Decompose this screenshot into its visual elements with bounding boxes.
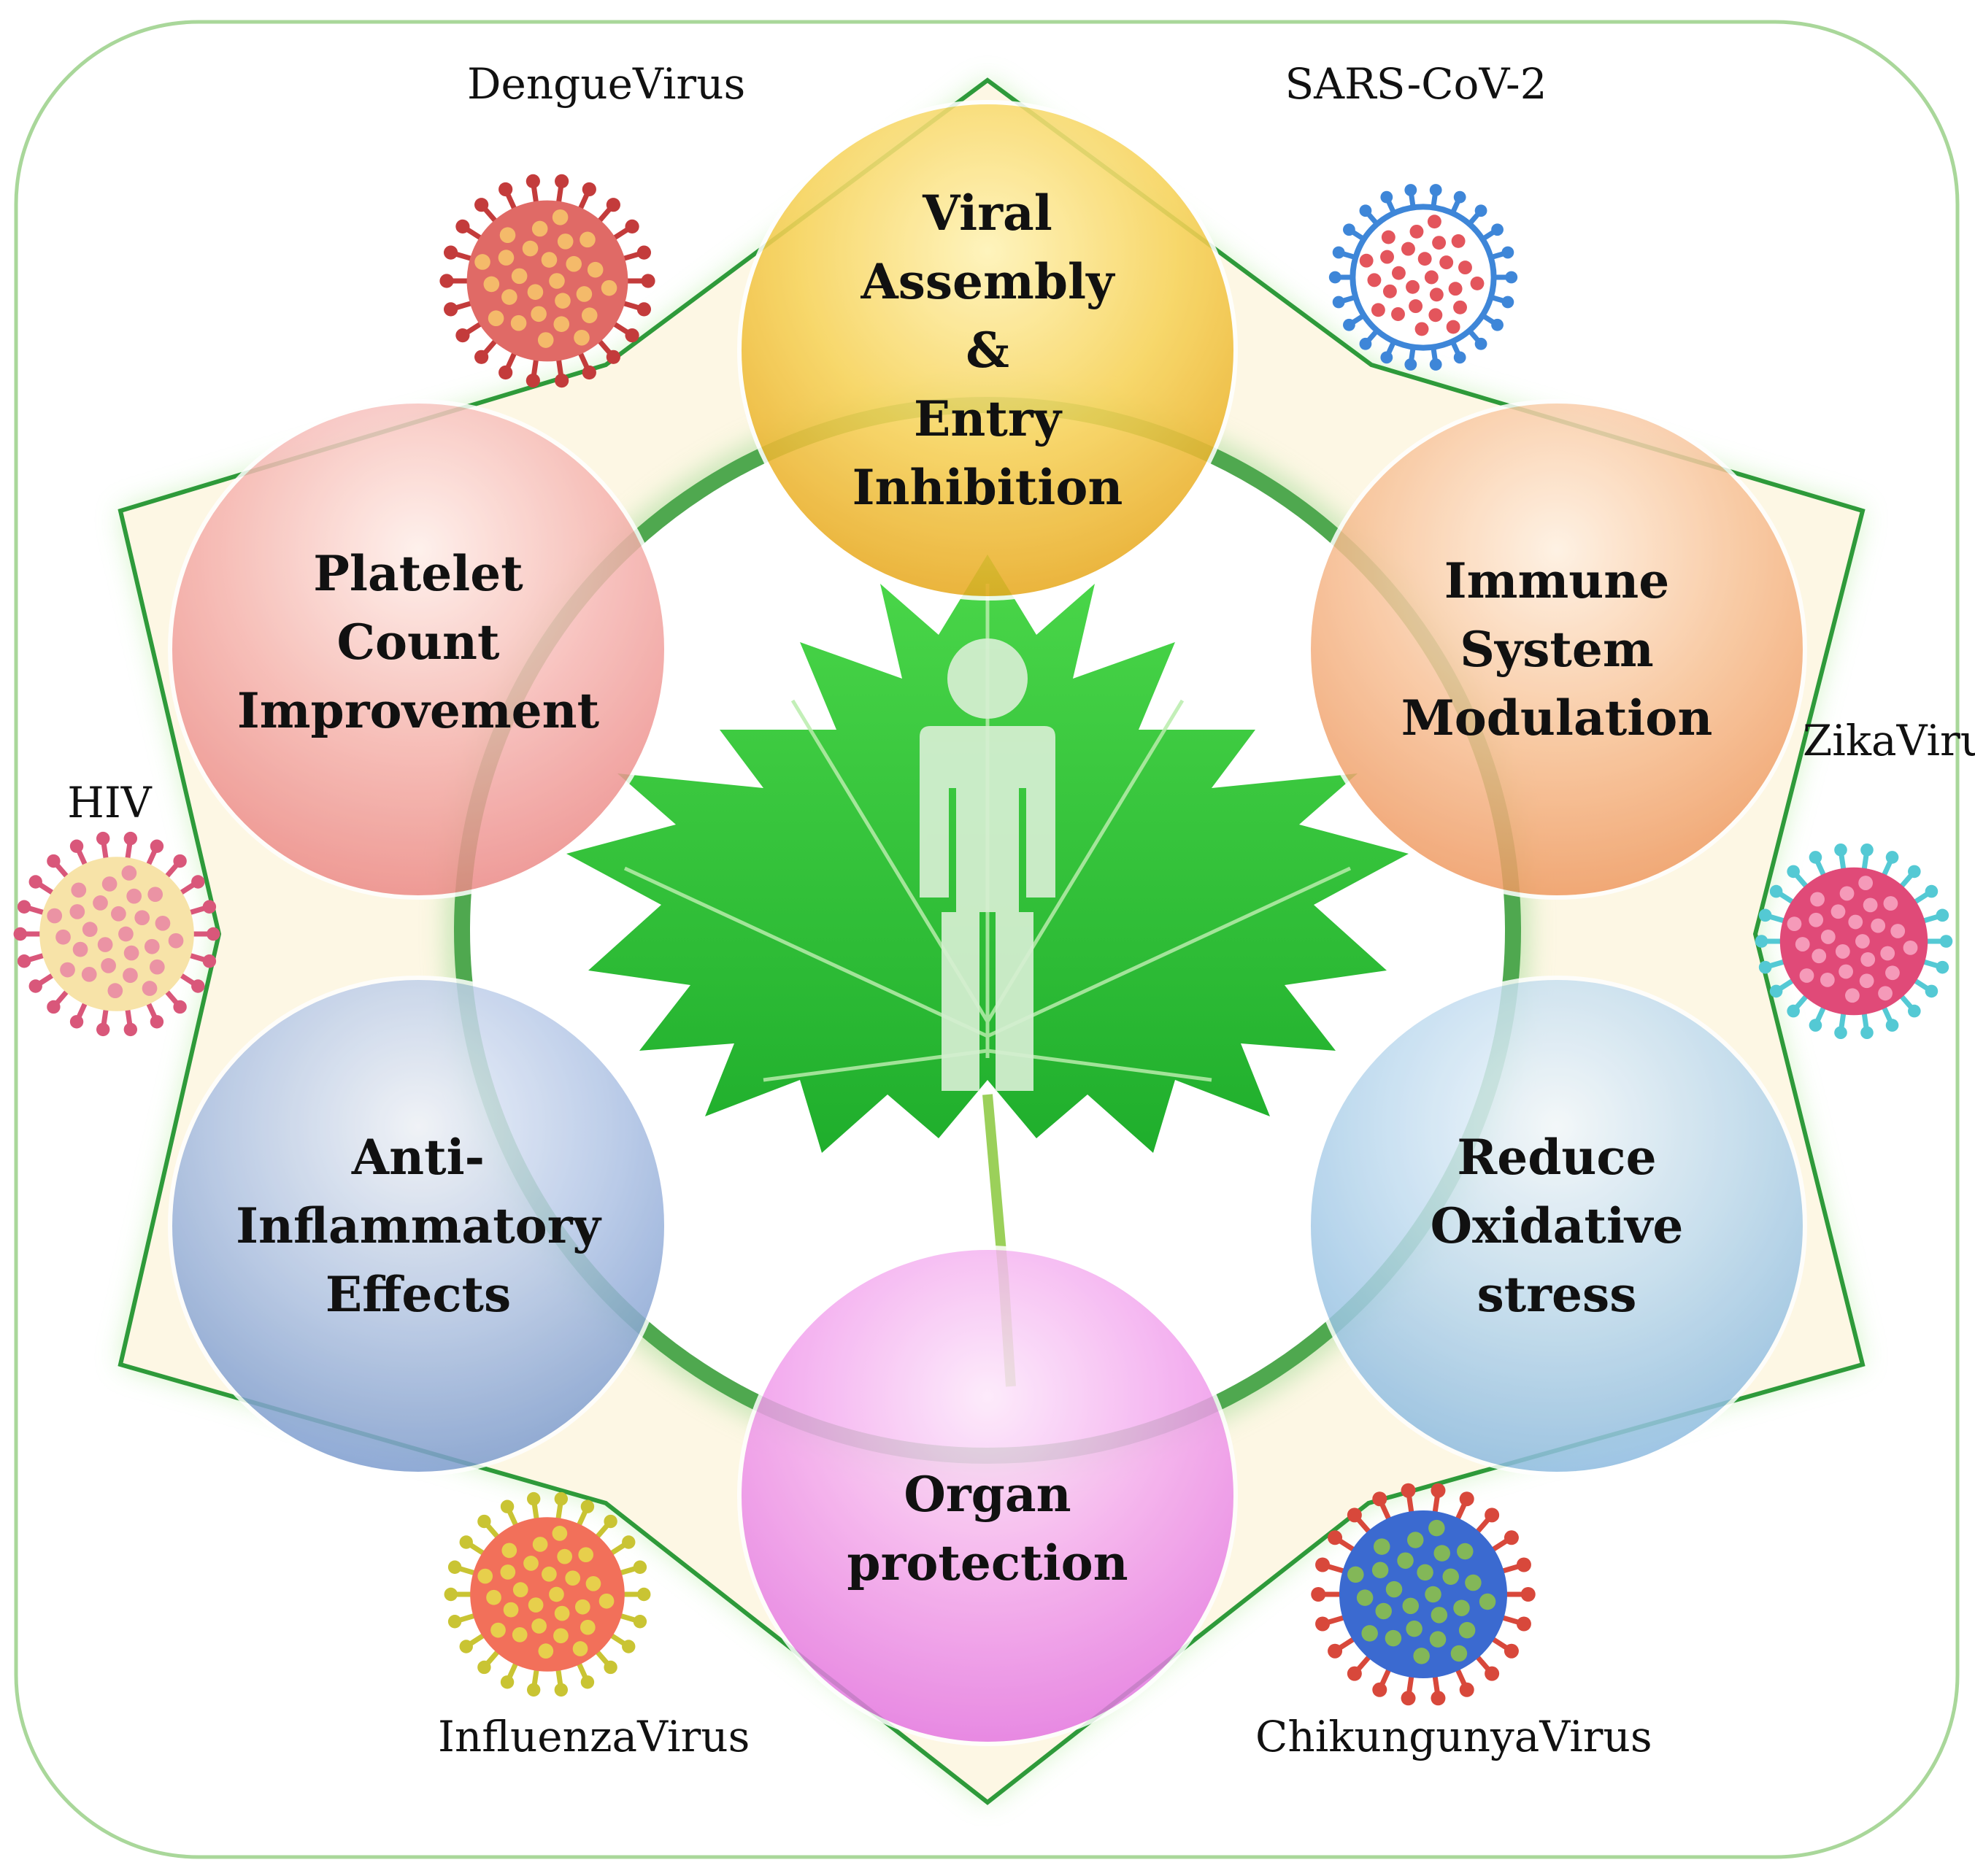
virus-label-hiv: HIV (51, 773, 168, 832)
text-line: Virus (1539, 1712, 1652, 1761)
text-line: protection (847, 1535, 1128, 1591)
sars-cov-2-virus-icon (1328, 184, 1518, 371)
text-line: Organ (904, 1466, 1071, 1523)
text-line: Platelet (313, 545, 523, 602)
bubble-anti-inflammatory (168, 976, 669, 1476)
text-line: & (966, 322, 1009, 379)
text-line: Chikungunya (1255, 1712, 1540, 1761)
virus-label-sars: SARS-CoV-2 (1270, 55, 1562, 113)
text-line: Oxidative (1430, 1197, 1684, 1254)
text-line: Zika (1803, 716, 1897, 765)
bubble-immune-modulation (1306, 399, 1807, 900)
text-line: Virus (633, 59, 746, 109)
text-line: Virus (1896, 716, 1975, 765)
text-line: Immune (1444, 552, 1670, 609)
human-figure-icon (920, 638, 1055, 1091)
virus-particles (13, 174, 1953, 1706)
virus-label-chikungunya: ChikungunyaVirus (1255, 1707, 1652, 1766)
text-line: Reduce (1457, 1129, 1657, 1186)
text-line: Entry (914, 390, 1061, 447)
text-line: Improvement (236, 682, 600, 739)
text-line: Count (336, 614, 500, 671)
text-line: HIV (67, 778, 152, 827)
text-line: Inflammatory (236, 1197, 601, 1254)
chikungunya-virus-icon (1311, 1483, 1536, 1706)
dengue-virus-icon (439, 174, 655, 388)
hiv-virus-icon (13, 831, 220, 1037)
effect-organ-protection-text: Organ protection (847, 1460, 1128, 1597)
bubble-oxidative-stress (1306, 976, 1807, 1476)
text-line: Anti- (351, 1129, 485, 1186)
text-line: Inhibition (852, 459, 1123, 516)
text-line: Influenza (438, 1712, 638, 1761)
bubble-platelet-count (168, 399, 669, 900)
text-line: SARS-CoV-2 (1285, 59, 1547, 109)
influenza-virus-icon (444, 1491, 651, 1697)
virus-label-zika: ZikaVirus (1803, 711, 1975, 770)
text-line: System (1460, 621, 1654, 678)
text-line: Assembly (861, 253, 1114, 310)
virus-label-dengue: DengueVirus (467, 55, 745, 113)
bubble-viral-assembly (737, 100, 1238, 601)
text-line: Effects (325, 1266, 512, 1323)
text-line: Dengue (467, 59, 633, 109)
text-line: Modulation (1401, 690, 1713, 746)
text-line: stress (1477, 1266, 1637, 1323)
text-line: Viral (923, 185, 1052, 242)
zika-virus-icon (1755, 843, 1953, 1040)
virus-label-influenza: InfluenzaVirus (438, 1707, 750, 1766)
text-line: Virus (637, 1712, 750, 1761)
bubble-organ-protection (737, 1246, 1238, 1746)
